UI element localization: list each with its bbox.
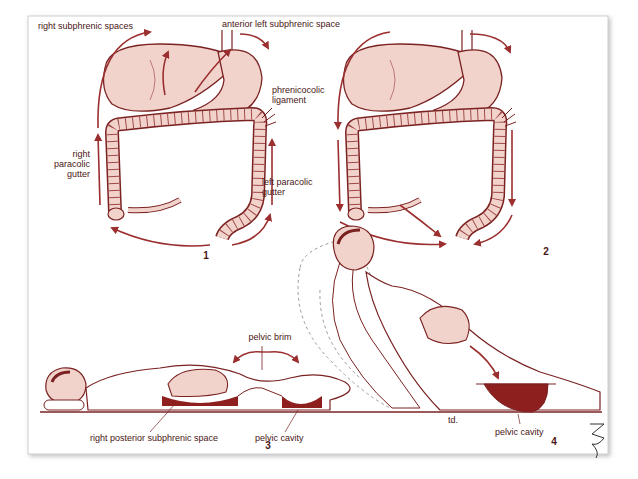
space-label: right subphrenic spaces <box>38 22 158 32</box>
gutter-label: left paracolic gutter <box>262 178 322 198</box>
space-label: right posterior subphrenic space <box>90 434 230 444</box>
ligament-label: phrenicocolic ligament <box>272 86 330 106</box>
gutter-label: right paracolic gutter <box>42 150 90 180</box>
panel-number: 4 <box>548 436 560 447</box>
space-label: anterior left subphrenic space <box>222 20 372 30</box>
artist-initials: td. <box>448 416 468 426</box>
panel-number: 1 <box>200 250 212 261</box>
panel-number: 3 <box>262 440 274 451</box>
anatomy-label: pelvic brim <box>240 333 300 343</box>
panel-number: 2 <box>540 246 552 257</box>
